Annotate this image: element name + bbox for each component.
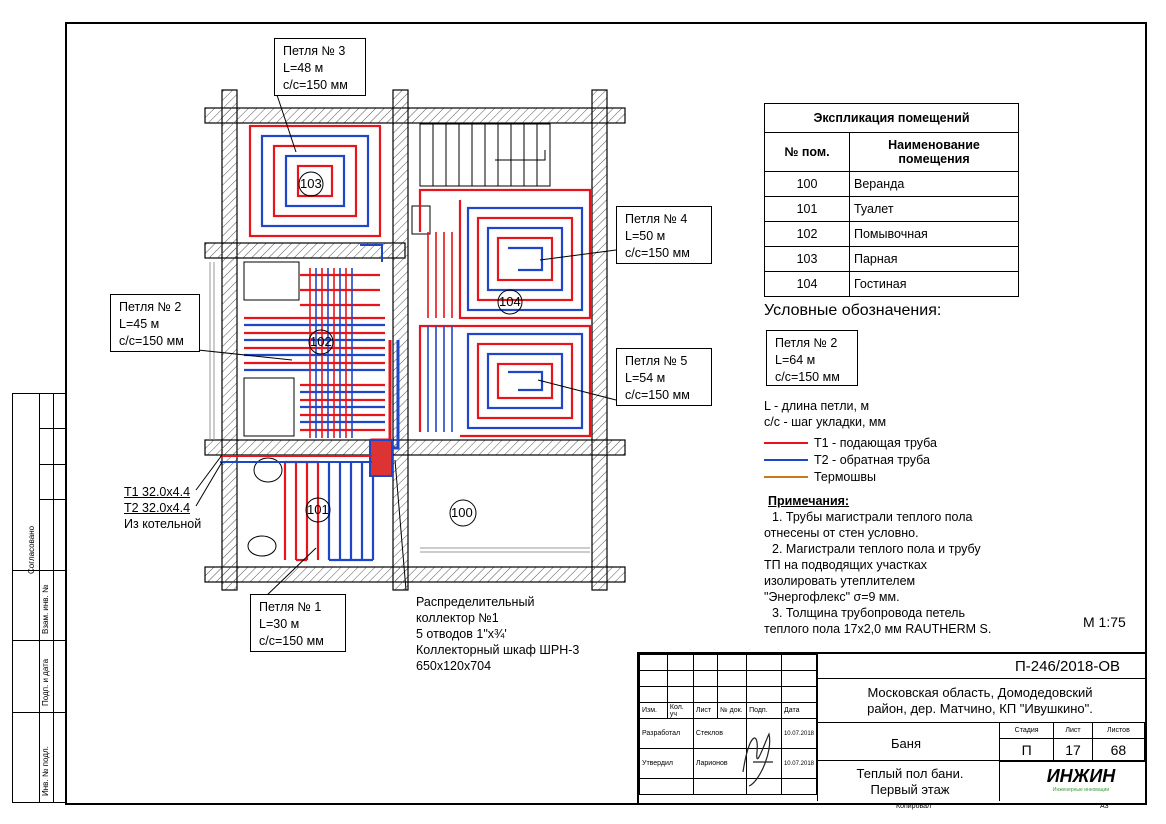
- object-name: Баня: [891, 736, 921, 751]
- collector-label: Распределительный коллектор №1 5 отводов…: [416, 595, 580, 673]
- copied-label: Копировал: [896, 803, 932, 810]
- room-102-label: 102: [310, 334, 332, 349]
- loop3-pipes: [248, 124, 382, 238]
- room-101-label: 101: [307, 502, 329, 517]
- fixtures: [243, 205, 431, 557]
- explication-col-num: № пом.: [764, 132, 850, 172]
- room-103-label: 103: [300, 176, 322, 191]
- sheet-title: Теплый пол бани. Первый этаж: [856, 766, 964, 797]
- loop5-pipes: [418, 324, 592, 438]
- notes: Примечания: 1. Трубы магистрали теплого …: [764, 494, 992, 636]
- sheet-frame: [65, 22, 1147, 805]
- legend-supply-line: [764, 442, 808, 444]
- signature-icon: [742, 732, 773, 787]
- doc-code: П-246/2018-ОВ: [1015, 658, 1121, 675]
- legend-mat-label: Термошвы: [814, 470, 877, 484]
- company-logo: ИНЖИН Инженерные инновации: [1046, 766, 1116, 793]
- room-100-label: 100: [451, 505, 473, 520]
- scale-label: М 1:75: [1083, 614, 1126, 630]
- collector: [220, 244, 400, 477]
- leader-lines: [195, 91, 617, 599]
- loop1-pipes: [283, 460, 375, 562]
- inlet-label: Т1 32.0x4.4 Т2 32.0x4.4 Из котельной: [124, 485, 202, 531]
- legend-title: Условные обозначения:: [764, 302, 942, 319]
- explication-title: Экспликация помещений: [764, 103, 1019, 133]
- legend-return-line: [764, 459, 808, 461]
- legend-mat-line: [764, 476, 808, 478]
- side-stamp: Согласовано Взам. инв. № Подп. и дата Ин…: [12, 393, 66, 803]
- legend-supply-label: Т1 - подающая труба: [814, 436, 937, 450]
- legend-return-label: Т2 - обратная труба: [814, 453, 931, 467]
- walls: [204, 89, 626, 591]
- explication-col-name: Наименование помещения: [849, 132, 1019, 172]
- legend-desc: L - длина петли, м с/с - шаг укладки, мм: [764, 399, 887, 429]
- stairs: [419, 123, 551, 187]
- explication-table: Экспликация помещений № пом. Наименовани…: [764, 103, 1019, 297]
- loop4-pipes: [418, 188, 592, 320]
- room-circles: [298, 171, 523, 527]
- address: Московская область, Домодедовский район,…: [867, 685, 1093, 716]
- room-104-label: 104: [499, 294, 521, 309]
- format-label: А3: [1100, 803, 1109, 810]
